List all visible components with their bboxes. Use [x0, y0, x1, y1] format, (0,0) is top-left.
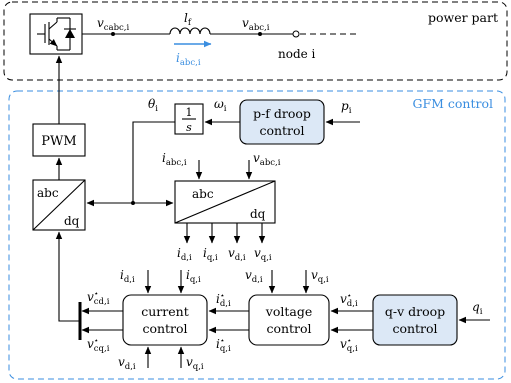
- inductor-icon: [169, 27, 211, 35]
- vq-ref-label: v⋆q,i: [340, 336, 358, 354]
- pf-droop-line1: p-f droop: [253, 106, 311, 121]
- node-i-label: node i: [278, 47, 316, 61]
- current-control-block: [122, 294, 208, 346]
- vcq-ref-label: v⋆cq,i: [87, 336, 110, 354]
- abc-dq-left-diagonal: [32, 179, 86, 231]
- node-dot-v: [258, 32, 262, 36]
- qv-droop-block: [372, 294, 458, 346]
- power-part-region: [3, 1, 508, 81]
- pwm-block: [32, 123, 86, 157]
- abc-dq-right-diagonal: [174, 180, 276, 224]
- abc-dq-right-bottom: dq: [250, 207, 266, 221]
- cc-id-label: id,i: [120, 268, 135, 285]
- cc-iq-label: iq,i: [186, 268, 201, 285]
- theta-label: θi: [148, 97, 158, 114]
- gfm-control-label: GFM control: [412, 96, 493, 111]
- id-ref-label: i⋆d,i: [216, 291, 231, 309]
- v-cabc-label: vcabc,i: [97, 16, 130, 33]
- current-control-line1: current: [141, 304, 188, 319]
- voltage-control-block: [248, 294, 330, 346]
- current-control-line2: control: [142, 321, 187, 336]
- node-i-terminal-icon: [292, 30, 300, 38]
- iq-ref-label: i⋆q,i: [216, 336, 231, 354]
- theta-line: [132, 121, 175, 203]
- power-part-label: power part: [428, 10, 498, 25]
- vc-vq-label: vq,i: [311, 268, 329, 285]
- pwm-label: PWM: [41, 134, 76, 149]
- qv-droop-line1: q-v droop: [385, 304, 445, 319]
- voltage-control-line2: control: [266, 321, 311, 336]
- abc-dq-left-top: abc: [37, 186, 59, 200]
- vc-vd-label: vd,i: [245, 268, 263, 285]
- v-abc-input-label: vabc,i: [253, 151, 281, 168]
- mux-to-transform-arrow: [55, 231, 80, 322]
- out-vd-label: vd,i: [228, 246, 246, 263]
- diode-icon: [57, 17, 76, 51]
- pf-droop-line2: control: [259, 123, 304, 138]
- integrator-numerator: 1: [186, 106, 193, 119]
- omega-label: ωi: [214, 97, 227, 114]
- l-f-label: lf: [184, 11, 192, 28]
- node-dot-vc: [111, 32, 115, 36]
- v-abc-power-label: vabc,i: [242, 16, 270, 33]
- voltage-control-line1: voltage: [265, 304, 312, 319]
- ff-vd-label: vd,i: [118, 355, 136, 372]
- integrator-denominator: s: [186, 121, 192, 134]
- qv-droop-line2: control: [392, 321, 437, 336]
- integrator-block: [174, 103, 204, 135]
- out-vq-label: vq,i: [254, 246, 272, 263]
- q-label: qi: [472, 300, 483, 317]
- i-abc-input-label: iabc,i: [162, 151, 187, 168]
- out-iq-label: iq,i: [203, 246, 218, 263]
- abc-dq-right-top: abc: [192, 187, 214, 201]
- abc-dq-left-bottom: dq: [64, 214, 80, 228]
- p-label: pi: [341, 99, 352, 116]
- i-abc-power-label: iabc,i: [176, 51, 201, 68]
- igbt-icon: [37, 18, 58, 50]
- ff-vq-label: vq,i: [186, 355, 204, 372]
- vd-ref-label: v⋆d,i: [340, 291, 358, 309]
- gfm-control-region: [8, 90, 506, 380]
- igbt-switch-block: [29, 13, 83, 55]
- out-id-label: id,i: [177, 246, 192, 263]
- vcd-ref-label: v⋆cd,i: [87, 289, 110, 307]
